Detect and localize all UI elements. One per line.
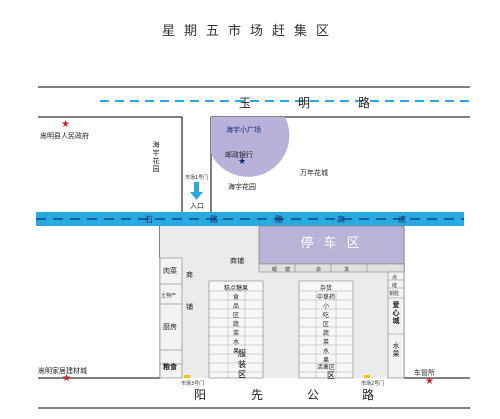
strip-label-1: 眼 xyxy=(272,267,278,273)
strip-label-3: 杂 xyxy=(316,267,322,273)
left-stall-6: 菜 xyxy=(232,330,239,337)
road-name-yuming-1: 玉 xyxy=(239,96,253,110)
right-stall-6: 蔬 xyxy=(322,330,329,337)
jiaju-bldg-marker-icon: ★ xyxy=(62,373,71,384)
left-stall-3: 品 xyxy=(232,303,239,310)
strip-label-4: 货 xyxy=(344,267,350,273)
right-stall-7: 菜 xyxy=(322,339,329,346)
shangpu-top-label: 商铺 xyxy=(230,257,244,265)
shop-strip-shape xyxy=(258,263,405,273)
county-gov-label: 嵩明县人民政府 xyxy=(40,132,89,140)
right-stall-8: 水 xyxy=(322,348,329,355)
market-gate-1-label: 市场1号门 xyxy=(185,175,209,181)
left-stall-8: 果 xyxy=(232,348,239,355)
county-gov-marker-icon: ★ xyxy=(61,119,70,130)
shui-guo-label: 水果 xyxy=(392,342,400,358)
right-small-3: 钥匙 xyxy=(389,291,400,297)
haiyu-plaza-shape xyxy=(211,117,290,177)
road-name-yuming-2: 明 xyxy=(298,96,312,110)
right-stall-13: 区 xyxy=(327,371,335,380)
left-stall-4: 区 xyxy=(232,312,239,319)
road-name-yangxian-1: 阳 xyxy=(194,388,208,402)
road-name-mid-4: 高 xyxy=(337,215,346,224)
road-name-yangxian-4: 路 xyxy=(362,388,376,402)
right-small-2: 缝 xyxy=(392,283,398,289)
vehicle-office-label: 车管所 xyxy=(414,369,435,377)
left-stall-9: 服 xyxy=(238,349,246,358)
haiyu-plaza-label: 海宇小广场 xyxy=(226,126,261,134)
road-name-yangxian-2: 先 xyxy=(251,388,265,402)
road-name-mid-3: 路 xyxy=(275,215,284,224)
road-name-yuming-3: 路 xyxy=(358,96,372,110)
tu-techan-label: 土特产 xyxy=(161,293,177,299)
left-stall-5: 蔬 xyxy=(232,321,239,328)
road-name-mid-5: 速 xyxy=(398,215,407,224)
expressway-band xyxy=(36,212,464,226)
liangshi-label: 粮食 xyxy=(163,363,177,371)
aixin-label: 爱心城 xyxy=(392,301,400,325)
strip-label-2: 镜 xyxy=(285,267,291,273)
haiyu-garden-label: 海宇花园 xyxy=(228,183,256,191)
left-stall-1: 糕点糖果 xyxy=(223,285,248,292)
shangpu-left-label-1: 商 xyxy=(186,271,193,279)
jiaju-bldg-label: 嵩明家居建材城 xyxy=(38,367,87,375)
wannian-label: 万年花城 xyxy=(300,169,328,177)
road-name-mid-1: 石 xyxy=(145,215,154,224)
road-name-mid-2: 路 xyxy=(210,215,219,224)
right-stall-5: 区 xyxy=(322,321,329,328)
entrance-label: 入口 xyxy=(190,202,204,210)
post-bank-marker-icon: ★ xyxy=(238,157,247,167)
shangpu-left-label-2: 铺 xyxy=(186,303,193,311)
left-stall-7: 水 xyxy=(232,339,239,346)
right-stall-1: 杂货 xyxy=(319,285,332,292)
road-name-yangxian-3: 公 xyxy=(307,388,321,402)
rou-cai-label: 肉菜 xyxy=(163,267,177,275)
right-stall-3: 小 xyxy=(322,303,329,310)
right-stall-block xyxy=(298,280,354,379)
right-stall-9: 果 xyxy=(322,357,329,364)
left-shop-column xyxy=(159,257,183,379)
market-gate-2-label: 市场2号门 xyxy=(361,381,385,387)
right-small-1: 点 xyxy=(392,275,398,281)
right-stall-10: 活禽区 xyxy=(316,364,335,371)
left-stall-10: 装 xyxy=(238,360,246,369)
chufang-label: 厨房 xyxy=(163,323,177,331)
market-gate-3-label: 市场3号门 xyxy=(181,381,205,387)
right-stall-4: 吃 xyxy=(322,312,329,319)
page-title: 星期五市场赶集区 xyxy=(161,24,338,39)
post-bank-label: 邮政银行 xyxy=(225,151,253,159)
left-stall-2: 食 xyxy=(232,294,239,301)
right-shop-column xyxy=(387,271,405,379)
haiyu-garden-vertical-label: 海宇花园 xyxy=(152,141,160,173)
entrance-arrow-shape xyxy=(190,192,203,200)
vehicle-office-marker-icon: ★ xyxy=(425,376,434,387)
left-stall-11: 区 xyxy=(238,370,246,379)
left-stall-block xyxy=(208,280,264,379)
parking-label: 停 车 区 xyxy=(300,236,363,251)
right-stall-2: 中草药 xyxy=(316,294,335,301)
